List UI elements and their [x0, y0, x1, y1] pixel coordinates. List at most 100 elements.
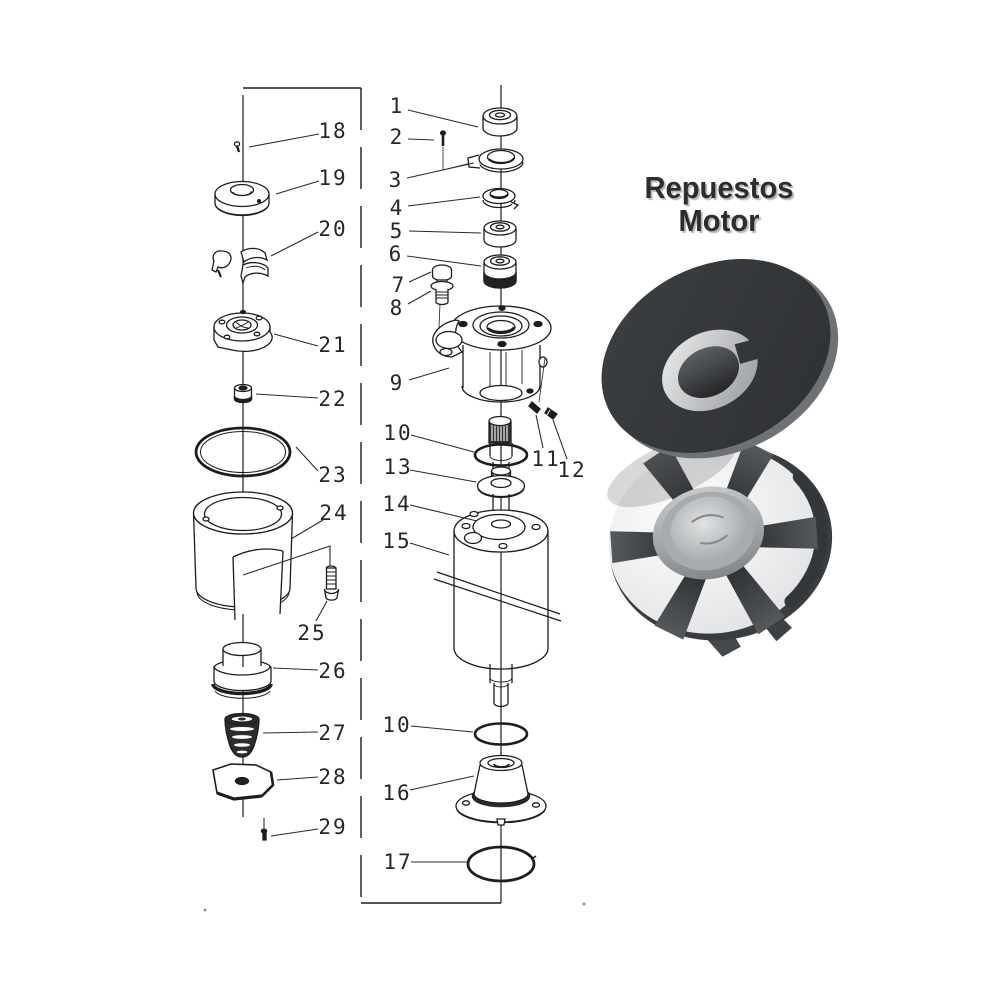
part-22-plug	[233, 383, 253, 404]
callout-11: 11	[531, 447, 560, 471]
leader-2	[407, 138, 435, 141]
part-19-seal-disc	[214, 180, 270, 217]
callout-17: 17	[383, 850, 412, 874]
part-10-o-ring-upper	[473, 443, 529, 467]
callout-28: 28	[318, 765, 347, 789]
callout-16: 16	[382, 781, 411, 805]
photo-title-line1: Repuestos	[644, 170, 794, 205]
leader-20	[270, 231, 319, 257]
callout-18: 18	[318, 119, 347, 143]
callout-10: 10	[383, 421, 412, 445]
leader-lines	[242, 109, 568, 863]
part-29-screw	[260, 828, 268, 841]
part-7-8-bolt	[430, 264, 454, 351]
rotor-shaft-lower	[489, 664, 513, 708]
leader-18	[248, 133, 320, 148]
part-26-cap	[211, 641, 273, 699]
callout-9: 9	[390, 371, 405, 395]
callout-13: 13	[383, 455, 412, 479]
leader-21	[273, 333, 319, 347]
callout-7: 7	[392, 273, 407, 297]
callout-1: 1	[390, 94, 405, 118]
part-23-o-ring-large	[194, 426, 292, 478]
callout-6: 6	[389, 242, 404, 266]
photo-title-line2: Motor	[678, 202, 760, 238]
part-25-bolt	[323, 565, 340, 601]
part-12-screw	[544, 407, 558, 420]
callout-27: 27	[318, 721, 347, 745]
magnet-disc-photo	[601, 259, 839, 459]
leader-10b	[410, 725, 474, 733]
leader-11	[535, 414, 544, 449]
part-5-bearing	[483, 220, 517, 248]
rotor-photo	[608, 440, 833, 657]
callout-4: 4	[390, 196, 405, 220]
leader-25-slot	[242, 545, 331, 576]
callout-14: 14	[382, 492, 411, 516]
structural-lines	[242, 85, 502, 904]
leader-5	[408, 230, 482, 234]
part-13-washer	[476, 466, 526, 498]
part-11-screw	[528, 401, 541, 414]
leader-14	[409, 504, 478, 522]
callout-8: 8	[390, 296, 405, 320]
leader-9	[408, 367, 450, 381]
callout-20: 20	[318, 217, 347, 241]
part-28-base-plate	[212, 763, 275, 801]
leader-27	[262, 731, 319, 734]
rotor-shaft-spline	[488, 415, 513, 461]
leader-28	[276, 776, 319, 781]
part-9-bearing-housing	[432, 305, 552, 403]
leader-8	[407, 290, 432, 305]
callout-25: 25	[297, 621, 326, 645]
callout-23: 23	[318, 463, 347, 487]
leader-19	[275, 180, 320, 195]
callout-10b: 10	[382, 713, 411, 737]
leader-3	[406, 162, 475, 179]
callout-3: 3	[389, 168, 404, 192]
motor-parts-photo	[601, 259, 839, 657]
part-4-washer	[482, 187, 520, 210]
leader-22	[255, 393, 319, 399]
part-17-o-ring	[466, 845, 537, 883]
leader-15	[409, 542, 450, 556]
stray-dot-left	[203, 908, 207, 912]
part-27-strainer-cone	[224, 712, 260, 758]
part-1-bearing	[482, 107, 518, 137]
part-14-15-motor-body	[433, 494, 562, 670]
part-10-o-ring-lower	[473, 722, 529, 746]
part-18-pin	[233, 141, 241, 153]
callout-26: 26	[318, 659, 347, 683]
callout-5: 5	[390, 219, 405, 243]
leader-24	[290, 519, 324, 540]
callout-24: 24	[319, 501, 348, 525]
leader-29	[270, 828, 319, 837]
callout-22: 22	[318, 387, 347, 411]
callout-19: 19	[318, 166, 347, 190]
leader-6	[406, 255, 482, 267]
part-16-bearing-support	[455, 754, 547, 826]
part-6-bearing-seal	[483, 254, 517, 289]
leader-25	[315, 600, 328, 622]
leader-4	[407, 196, 481, 207]
callout-15: 15	[382, 529, 411, 553]
leader-16	[409, 775, 475, 791]
callout-21: 21	[318, 333, 347, 357]
leader-1	[407, 109, 479, 128]
leader-10	[410, 434, 475, 453]
leader-7	[408, 271, 432, 283]
callout-numbers: 1 2 3 4 5 6 7 8 9 10 11 12 13 14 15 10 1…	[297, 94, 586, 874]
part-3-lock-washer	[467, 148, 524, 173]
part-24-canister	[192, 491, 294, 621]
stray-dot-right	[582, 902, 586, 906]
leader-13	[409, 469, 477, 483]
leader-23	[295, 446, 319, 472]
callout-12: 12	[557, 458, 586, 482]
callout-2: 2	[390, 125, 405, 149]
callout-29: 29	[318, 815, 347, 839]
photo-title: Repuestos Motor	[625, 170, 813, 238]
part-20-clips	[211, 247, 269, 286]
leader-26	[272, 667, 319, 671]
